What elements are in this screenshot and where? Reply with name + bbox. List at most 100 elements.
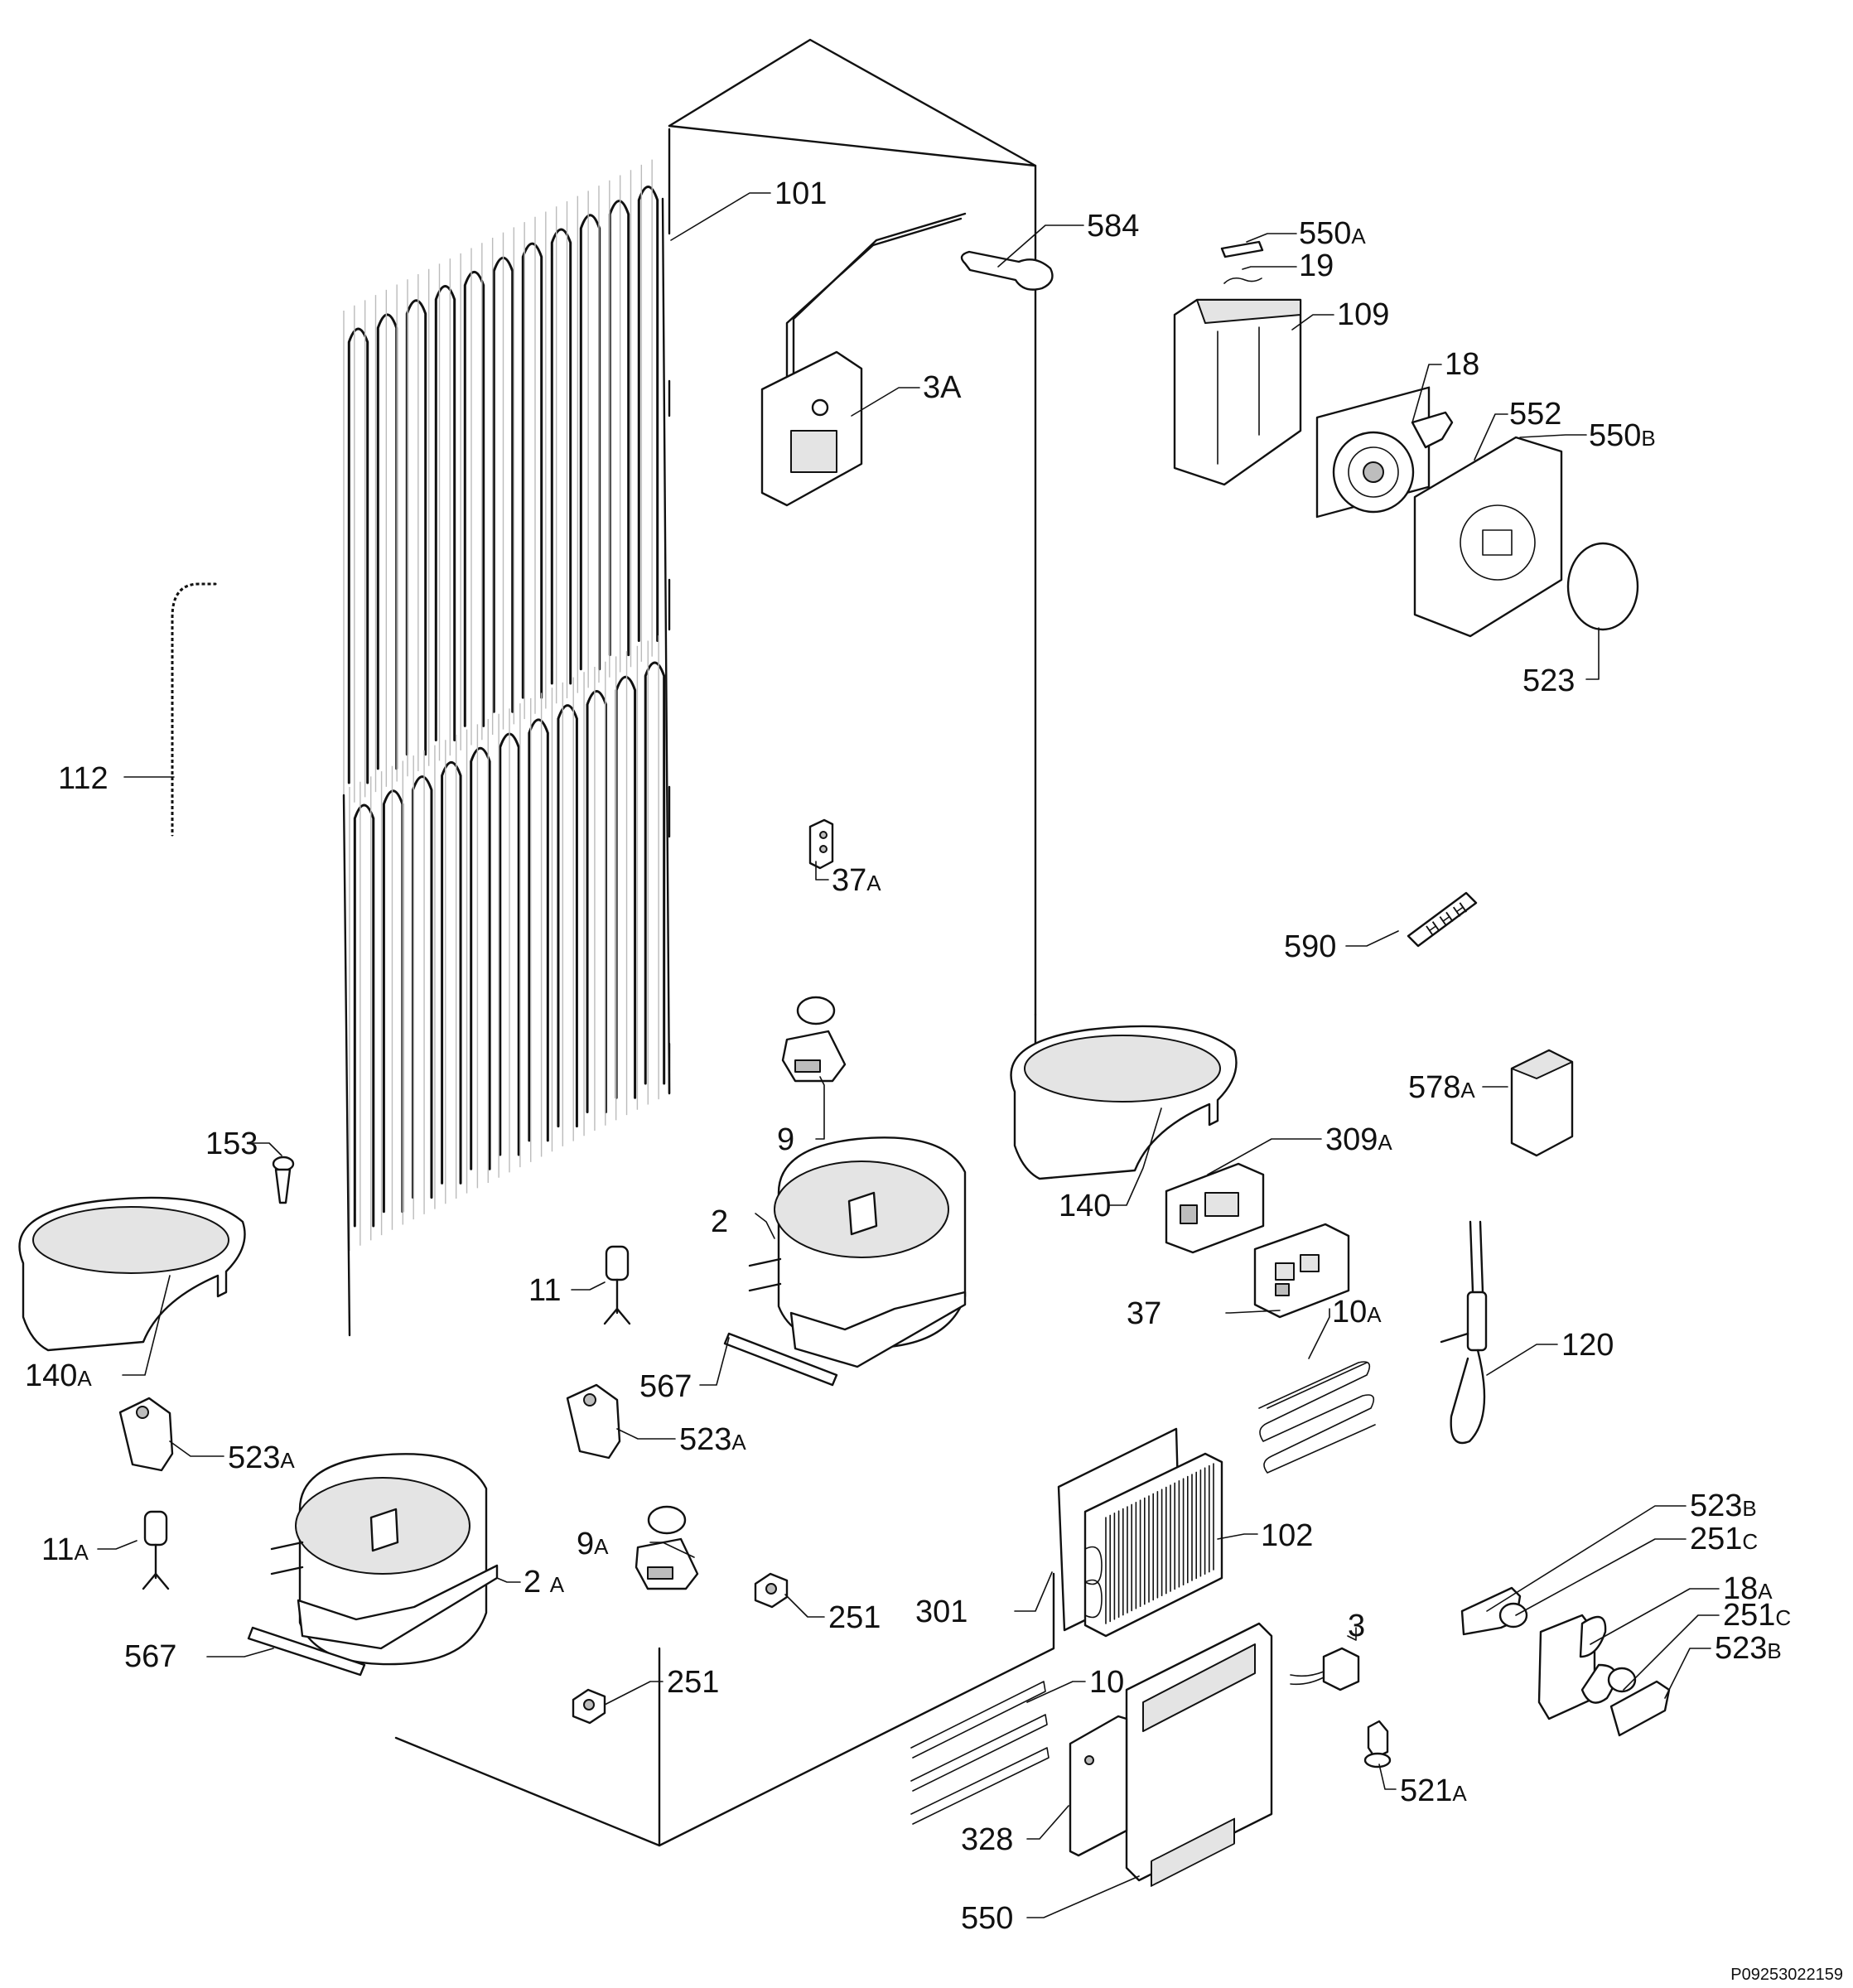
callout-19: 19 (1299, 248, 1334, 283)
callout-number: 101 (774, 176, 827, 211)
callout-number: 567 (124, 1639, 176, 1674)
callout-number: 19 (1299, 248, 1334, 283)
callout-suffix: A (1378, 1130, 1392, 1155)
callout-9: 9 (777, 1122, 794, 1157)
drain-hose (169, 581, 217, 837)
callout-550B: 550B (1589, 418, 1656, 453)
callout-10: 10 (1089, 1665, 1124, 1700)
callout-number: 9 (777, 1122, 794, 1157)
callout-number: 251 (667, 1665, 719, 1700)
callout-109: 109 (1337, 297, 1389, 332)
callout-140A: 140A (25, 1358, 92, 1393)
callout-112: 112 (58, 761, 109, 796)
condenser-coil (342, 159, 671, 1337)
callout-523Ab: 523A (228, 1440, 295, 1475)
nut-251-upper (754, 1572, 789, 1609)
callout-number: 11 (528, 1273, 561, 1308)
callout-number: 140 (1059, 1189, 1111, 1223)
callout-number: 140 (25, 1358, 77, 1393)
callout-number: 521 (1400, 1773, 1452, 1808)
svg-text:H H H: H H H (1423, 900, 1470, 940)
callout-number: 523 (1690, 1489, 1742, 1523)
callout-3A: 3A (923, 370, 962, 405)
cover-328 (1069, 1715, 1128, 1857)
callout-number: 523 (679, 1422, 731, 1457)
callout-suffix: A (77, 1366, 92, 1391)
callout-37: 37 (1127, 1296, 1161, 1331)
callout-number: 523 (228, 1440, 280, 1475)
callout-number: 37 (832, 863, 866, 898)
clip-9A (635, 1505, 699, 1590)
callout-number: 102 (1261, 1518, 1313, 1553)
callout-523Bb: 523B (1715, 1631, 1782, 1666)
callout-suffix: B (1767, 1638, 1781, 1663)
callout-number: 2 (524, 1565, 550, 1600)
grommet-11 (603, 1245, 631, 1325)
callout-suffix: B (1742, 1496, 1756, 1521)
screw-521A (1363, 1720, 1392, 1768)
callout-309A: 309A (1325, 1122, 1392, 1157)
callout-2A: 2 A (524, 1565, 565, 1600)
heater-10 (910, 1681, 1050, 1825)
callout-suffix: A (866, 871, 881, 895)
callout-number: 10 (1332, 1295, 1367, 1329)
clip-523A-left (118, 1397, 174, 1472)
callout-number: 590 (1284, 929, 1336, 964)
callout-suffix: B (1641, 426, 1655, 451)
callout-number: 328 (961, 1822, 1013, 1857)
callout-number: 550 (1589, 418, 1641, 453)
callout-suffix: A (1351, 224, 1366, 248)
board-37 (1253, 1223, 1350, 1319)
callout-suffix: A (731, 1430, 746, 1455)
callout-suffix: A (1367, 1302, 1382, 1327)
callout-521A: 521A (1400, 1773, 1467, 1808)
callout-number: 10 (1089, 1665, 1124, 1700)
callout-suffix: C (1775, 1605, 1791, 1630)
callout-251Ca: 251C (1690, 1522, 1758, 1556)
compressor-2A (247, 1453, 499, 1677)
callout-number: 153 (205, 1127, 258, 1161)
callout-suffix: A (280, 1448, 295, 1473)
callout-552: 552 (1509, 397, 1561, 432)
callout-suffix: A (1452, 1781, 1467, 1806)
callout-251Cb: 251C (1723, 1598, 1791, 1633)
callout-101: 101 (774, 176, 827, 211)
callout-number: 9 (577, 1527, 594, 1561)
callout-567a: 567 (639, 1369, 692, 1404)
callout-number: 301 (915, 1595, 968, 1629)
callout-suffix: A (74, 1540, 89, 1565)
callout-suffix: A (1758, 1579, 1773, 1604)
callout-3: 3 (1348, 1609, 1365, 1643)
callout-number: 109 (1337, 297, 1389, 332)
callout-number: 37 (1127, 1296, 1161, 1331)
callout-number: 578 (1408, 1070, 1460, 1105)
callout-523: 523 (1522, 663, 1575, 698)
callout-number: 3 (1348, 1609, 1365, 1643)
callout-number: 18 (1723, 1571, 1758, 1606)
callout-11A: 11A (41, 1532, 89, 1567)
callout-number: 251 (1723, 1598, 1775, 1633)
evaporator (1057, 1427, 1223, 1638)
clip-9 (781, 996, 847, 1083)
callout-number: 523 (1715, 1631, 1767, 1666)
callout-10A: 10A (1332, 1295, 1382, 1329)
relay-small-37A (808, 818, 834, 870)
callout-567b: 567 (124, 1639, 176, 1674)
callout-number: 2 (711, 1204, 728, 1239)
clip-523A-mid (566, 1383, 621, 1460)
fan-motor-18A (1460, 1586, 1671, 1737)
callout-number: 567 (639, 1369, 692, 1404)
grommet-11A (142, 1510, 170, 1590)
callout-suffix: C (1742, 1529, 1758, 1554)
callout-328: 328 (961, 1822, 1013, 1857)
callout-number: 523 (1522, 663, 1575, 698)
callout-suffix: A (594, 1534, 609, 1559)
callout-number: 3A (923, 370, 962, 405)
drip-tray-140 (1010, 1025, 1238, 1180)
callout-number: 552 (1509, 397, 1561, 432)
callout-number: 18 (1445, 347, 1479, 382)
callout-37A: 37A (832, 863, 881, 898)
callout-550: 550 (961, 1901, 1013, 1936)
callout-number: 584 (1087, 209, 1139, 244)
